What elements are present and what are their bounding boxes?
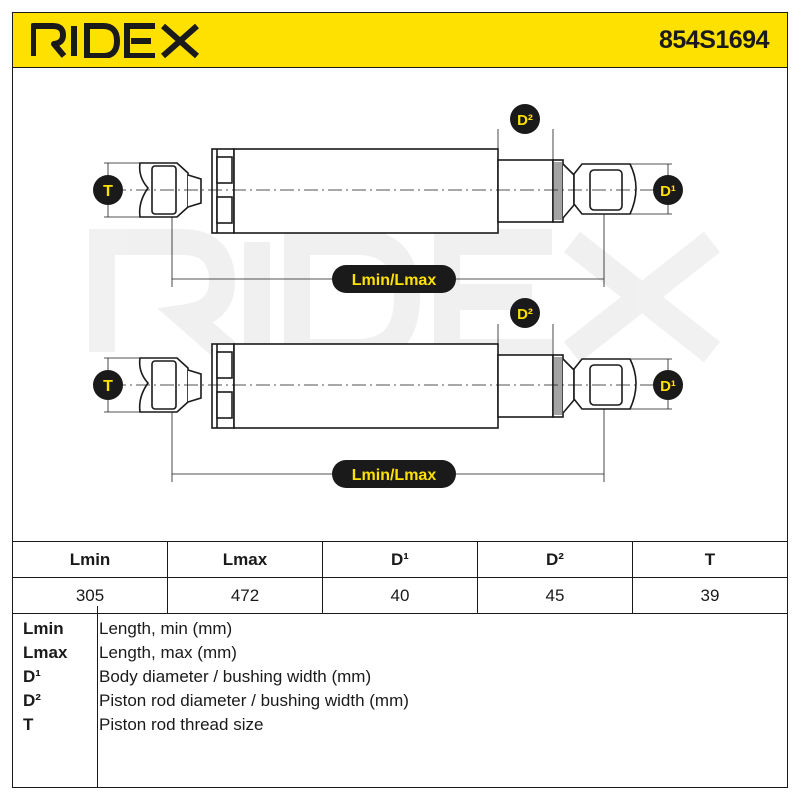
label-length-bottom: Lmin/Lmax <box>332 460 456 488</box>
svg-text:T: T <box>103 183 113 200</box>
shock-absorber-top <box>138 148 637 234</box>
legend-desc: Body diameter / bushing width (mm) <box>99 667 372 686</box>
legend-abbr: D² <box>23 691 41 710</box>
svg-text:Lmin/Lmax: Lmin/Lmax <box>352 272 437 289</box>
value-lmin: 305 <box>12 577 168 614</box>
specs-value-row: 305 472 40 45 39 <box>12 577 788 614</box>
label-d1-bottom: D¹ <box>653 370 683 400</box>
legend-abbr: T <box>23 715 34 734</box>
specs-header-row: Lmin Lmax D¹ D² T <box>12 541 788 578</box>
legend-row: D¹ Body diameter / bushing width (mm) <box>13 667 789 691</box>
legend-abbr: Lmax <box>23 643 68 662</box>
header-t: T <box>632 541 788 578</box>
header-lmax: Lmax <box>167 541 323 578</box>
legend-abbr: Lmin <box>23 619 64 638</box>
legend-row: Lmin Length, min (mm) <box>13 619 789 643</box>
label-d1-top: D¹ <box>653 175 683 205</box>
svg-text:D¹: D¹ <box>660 378 676 395</box>
svg-text:D²: D² <box>517 306 533 323</box>
value-d2: 45 <box>477 577 633 614</box>
shock-absorber-bottom <box>138 343 637 429</box>
legend-row: Lmax Length, max (mm) <box>13 643 789 667</box>
legend-desc: Length, min (mm) <box>99 619 233 638</box>
label-t-bottom: T <box>93 370 123 400</box>
shock-absorber-drawing: T D¹ D² Lmin/Lmax <box>89 104 721 488</box>
label-length-top: Lmin/Lmax <box>332 265 456 293</box>
svg-text:T: T <box>103 378 113 395</box>
ridex-logo <box>31 23 199 58</box>
legend-desc: Piston rod thread size <box>99 715 264 734</box>
legend-desc: Length, max (mm) <box>99 643 237 662</box>
value-lmax: 472 <box>167 577 323 614</box>
svg-text:D²: D² <box>517 112 533 129</box>
value-t: 39 <box>632 577 788 614</box>
legend-desc: Piston rod diameter / bushing width (mm) <box>99 691 409 710</box>
value-d1: 40 <box>322 577 478 614</box>
header-bar: 854S1694 <box>12 12 788 68</box>
specs-table: Lmin Lmax D¹ D² T 305 472 40 45 39 <box>12 541 788 614</box>
header-lmin: Lmin <box>12 541 168 578</box>
label-t-top: T <box>93 175 123 205</box>
part-number: 854S1694 <box>658 26 770 54</box>
label-d2-bottom: D² <box>510 298 540 328</box>
label-d2-top: D² <box>510 104 540 134</box>
legend-box: Lmin Length, min (mm) Lmax Length, max (… <box>12 606 788 788</box>
legend-row: D² Piston rod diameter / bushing width (… <box>13 691 789 715</box>
legend-divider <box>97 606 98 787</box>
svg-text:D¹: D¹ <box>660 183 676 200</box>
header-d2: D² <box>477 541 633 578</box>
svg-text:Lmin/Lmax: Lmin/Lmax <box>352 467 437 484</box>
header-d1: D¹ <box>322 541 478 578</box>
legend-row: T Piston rod thread size <box>13 715 789 739</box>
legend-abbr: D¹ <box>23 667 41 686</box>
watermark-logo <box>89 229 721 365</box>
